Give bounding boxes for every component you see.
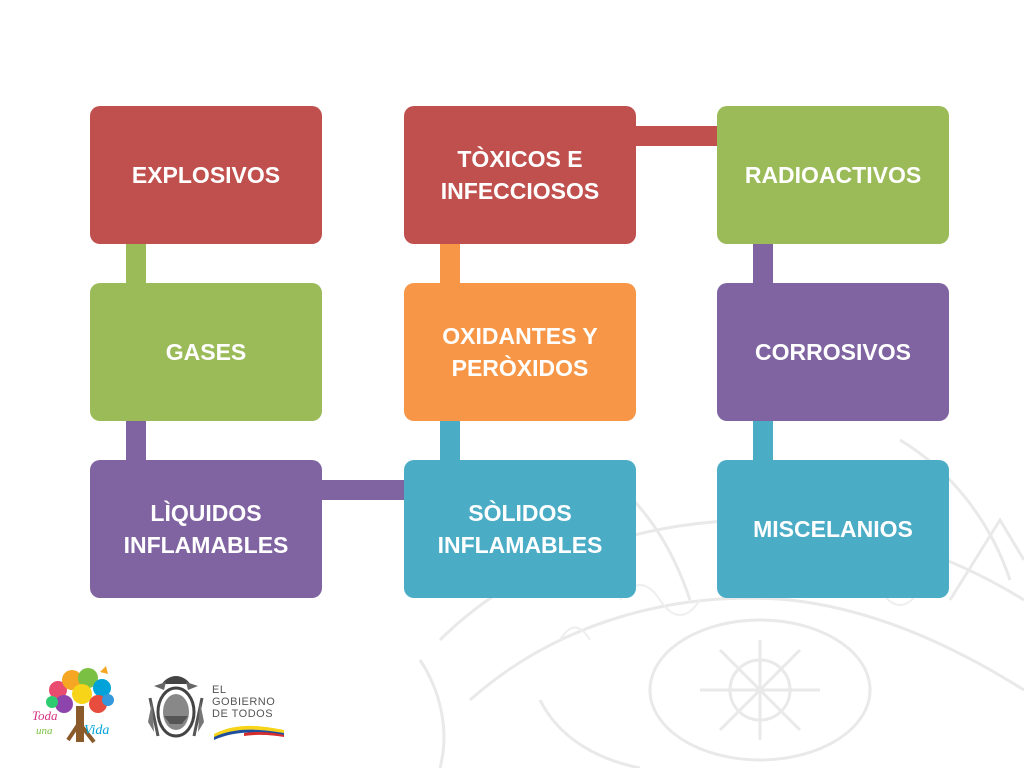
node-corrosivos: CORROSIVOS bbox=[717, 283, 949, 421]
connector-gases-liquidos bbox=[126, 421, 146, 460]
gov-line-2: GOBIERNO bbox=[212, 696, 276, 708]
vida-text: Vida bbox=[84, 723, 109, 738]
node-explosivos: EXPLOSIVOS bbox=[90, 106, 322, 244]
ecuador-coat-of-arms-icon bbox=[148, 676, 204, 738]
node-liquidos: LÌQUIDOS INFLAMABLES bbox=[90, 460, 322, 598]
gobierno-de-todos-text: EL GOBIERNO DE TODOS bbox=[212, 684, 282, 720]
connector-explosivos-gases bbox=[126, 244, 146, 283]
toda-text: Toda bbox=[32, 708, 58, 723]
footer-logos: Toda una Vida EL GOBIERNO DE TODOS bbox=[28, 662, 288, 752]
node-toxicos: TÒXICOS E INFECCIOSOS bbox=[404, 106, 636, 244]
connector-toxicos-radioactivos bbox=[636, 126, 717, 146]
node-miscelanios: MISCELANIOS bbox=[717, 460, 949, 598]
connector-radioactivos-corrosivos bbox=[753, 244, 773, 283]
connector-corrosivos-miscelanios bbox=[753, 421, 773, 460]
connector-oxidantes-toxicos bbox=[440, 244, 460, 283]
node-solidos: SÒLIDOS INFLAMABLES bbox=[404, 460, 636, 598]
una-text: una bbox=[36, 725, 53, 737]
node-oxidantes: OXIDANTES Y PERÒXIDOS bbox=[404, 283, 636, 421]
flag-swoosh-icon bbox=[214, 725, 284, 740]
gov-line-1: EL bbox=[212, 684, 227, 696]
connector-solidos-oxidantes bbox=[440, 421, 460, 460]
gov-line-3: DE TODOS bbox=[212, 708, 274, 720]
connector-liquidos-solidos bbox=[322, 480, 404, 500]
toda-una-vida-logo: Toda una Vida bbox=[32, 666, 114, 744]
node-radioactivos: RADIOACTIVOS bbox=[717, 106, 949, 244]
node-gases: GASES bbox=[90, 283, 322, 421]
